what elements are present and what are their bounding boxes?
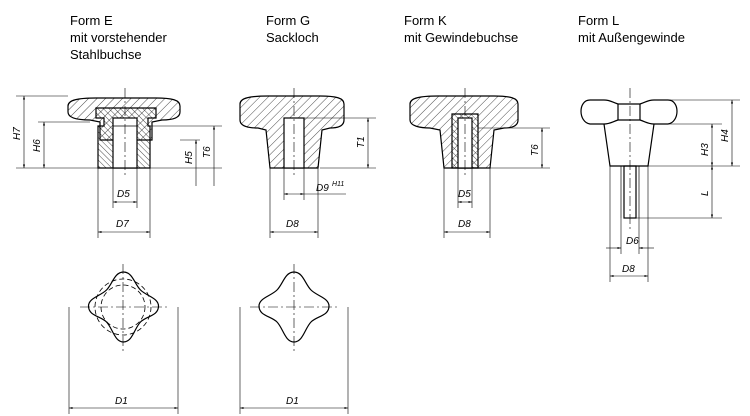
form-e-dimensions — [16, 95, 222, 238]
dim-h6-label: H6 — [32, 139, 43, 152]
form-e-label: Form E mit vorstehender Stahlbuchse — [70, 12, 167, 63]
dim-d1-label-g: D1 — [286, 396, 299, 407]
dim-h3-label: H3 — [700, 143, 711, 156]
form-k-drawing — [409, 88, 519, 178]
dim-h5-label: H5 — [184, 151, 195, 164]
form-l-drawing — [580, 88, 678, 230]
form-l-knob-neck — [603, 123, 655, 167]
form-k-label: Form K mit Gewindebuchse — [404, 12, 518, 46]
dim-d8-label-k: D8 — [458, 219, 471, 230]
form-e-drawing — [67, 88, 181, 178]
dim-d1-label-e: D1 — [115, 396, 128, 407]
form-e-line2: Stahlbuchse — [70, 47, 142, 62]
form-g-d1-dimension — [239, 307, 349, 414]
form-l-label: Form L mit Außengewinde — [578, 12, 685, 46]
form-l-knob-head — [580, 99, 678, 125]
dim-d5-label-k: D5 — [458, 189, 471, 200]
form-l-line1: mit Außengewinde — [578, 30, 685, 45]
dim-h7-label: H7 — [12, 127, 23, 140]
form-g-top-view — [250, 264, 338, 352]
dim-h4-label: H4 — [720, 129, 731, 142]
dim-d5-label-e: D5 — [117, 189, 130, 200]
form-e-d1-dimension — [68, 307, 179, 414]
form-e-star-outline — [87, 271, 160, 343]
form-g-drawing — [239, 88, 345, 178]
dim-d9-label: D9 — [316, 183, 329, 194]
form-k-dimensions — [443, 127, 550, 238]
form-k-line1: mit Gewindebuchse — [404, 30, 519, 45]
form-g-label: Form G Sackloch — [266, 12, 319, 46]
dim-d8-label-g: D8 — [286, 219, 299, 230]
form-g-line1: Sackloch — [266, 30, 319, 45]
form-e-top-view — [80, 264, 168, 352]
dim-l-label: L — [700, 190, 711, 196]
dim-d8-label-l: D8 — [622, 264, 635, 275]
form-l-title: Form L — [578, 13, 620, 28]
form-l-dimensions — [606, 99, 740, 282]
dim-d7-label: D7 — [116, 219, 129, 230]
form-k-title: Form K — [404, 13, 447, 28]
dim-t6-label-k: T6 — [530, 144, 541, 156]
dim-t6-label-e: T6 — [202, 146, 213, 158]
dim-d9-tolerance: H11 — [332, 181, 344, 188]
form-g-dimensions — [269, 117, 376, 238]
form-e-line1: mit vorstehender — [70, 30, 167, 45]
form-g-title: Form G — [266, 13, 311, 28]
form-e-title: Form E — [70, 13, 113, 28]
dim-t1-label: T1 — [356, 136, 367, 148]
dim-d6-label: D6 — [626, 236, 639, 247]
